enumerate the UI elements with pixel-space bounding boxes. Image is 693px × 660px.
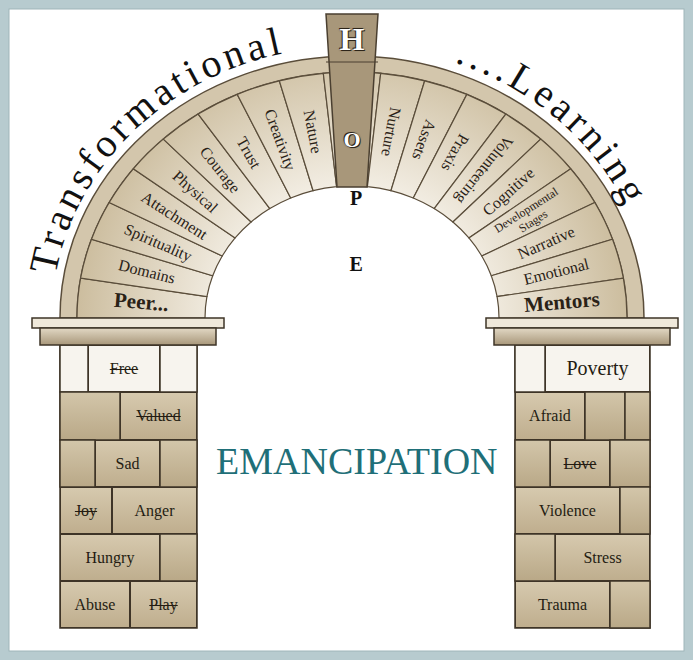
- left-pillar: [60, 345, 197, 628]
- node-label: Afraid: [529, 407, 571, 425]
- node-label: Sad: [116, 455, 140, 473]
- center-word: EMANCIPATION: [216, 441, 498, 483]
- node-label: Violence: [539, 502, 596, 520]
- keystone-line: [326, 62, 378, 63]
- pillar-brick: Sad: [95, 440, 160, 487]
- keystone: H: [337, 21, 368, 58]
- title-arc-text: Transformational: [20, 17, 288, 277]
- pillar-brick: Play: [130, 581, 197, 628]
- node-label: Poverty: [566, 357, 628, 380]
- pillar-brick: Violence: [515, 487, 620, 534]
- capitals: [32, 318, 678, 345]
- node-label: Free: [110, 360, 138, 378]
- node-label: Stress: [583, 549, 621, 567]
- pillar-brick: Love: [550, 440, 610, 487]
- blank-bricks: [60, 345, 650, 628]
- hope-letter: P: [350, 187, 362, 209]
- node-label: Love: [564, 455, 597, 473]
- node-label: Abuse: [75, 596, 116, 614]
- node-label: Joy: [75, 502, 97, 520]
- node-label: Mentors: [523, 288, 600, 317]
- node-label: Hungry: [86, 549, 135, 567]
- pillar-brick: Valued: [120, 392, 197, 440]
- node-label: Peer...: [113, 289, 169, 316]
- pillar-brick: Anger: [112, 487, 197, 534]
- right-pillar: [515, 345, 650, 628]
- node-label: Play: [149, 596, 177, 614]
- voussoir-shape: [497, 278, 627, 318]
- pillar-brick: Afraid: [515, 392, 585, 440]
- frame-inner: [9, 9, 684, 651]
- pillar-brick: Abuse: [60, 581, 130, 628]
- hope-letter: E: [350, 253, 363, 275]
- hope-letter: O: [344, 128, 361, 152]
- pillar-brick: Free: [88, 345, 160, 392]
- node-label: H: [340, 22, 365, 57]
- keystone-shape: [326, 14, 378, 187]
- node-label: Anger: [135, 502, 175, 520]
- node-label: Valued: [136, 407, 180, 425]
- pillar-brick: Poverty: [545, 345, 650, 392]
- pillar-brick: Joy: [60, 487, 112, 534]
- node-label: Trauma: [538, 596, 587, 614]
- pillar-brick: Hungry: [60, 534, 160, 581]
- pillar-brick: Stress: [555, 534, 650, 581]
- arch-stone: Peer...: [110, 288, 172, 318]
- pillar-brick: Trauma: [515, 581, 610, 628]
